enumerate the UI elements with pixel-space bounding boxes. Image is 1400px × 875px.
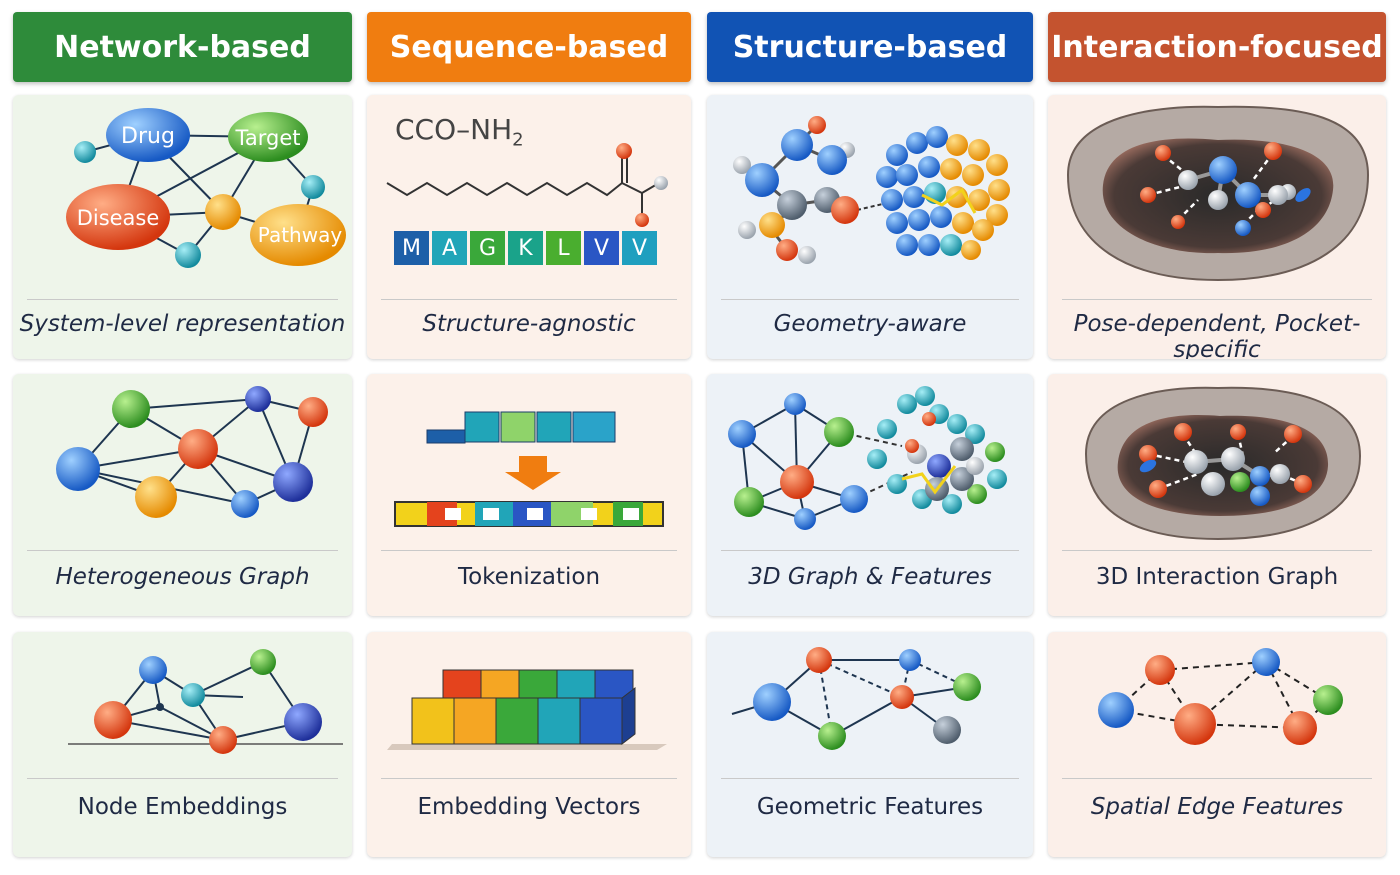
cell-structure-graph: 3D Graph & Features xyxy=(707,374,1033,616)
formula-subscript: 2 xyxy=(512,129,524,151)
node-label-disease: Disease xyxy=(77,206,160,230)
caption-tokenization: Tokenization xyxy=(457,564,601,590)
caption-node-embeddings: Node Embeddings xyxy=(77,794,288,820)
caption-embedding-vectors: Embedding Vectors xyxy=(417,794,641,820)
caption-spatial-edge-features: Spatial Edge Features xyxy=(1090,794,1344,820)
divider xyxy=(27,778,338,779)
molecule-chain-illustration xyxy=(386,143,668,227)
caption-geometry-aware: Geometry-aware xyxy=(773,311,967,337)
caption-structure-agnostic: Structure-agnostic xyxy=(422,311,636,337)
cell-network-representation: Drug Target Disease Pathway System-level… xyxy=(13,95,352,359)
caption-geometric-features: Geometric Features xyxy=(756,794,984,820)
residue-token: A xyxy=(432,231,467,265)
divider xyxy=(721,299,1019,300)
divider xyxy=(381,778,677,779)
node-label-drug: Drug xyxy=(121,124,175,149)
caption-system-level: System-level representation xyxy=(19,311,346,337)
tokenization-illustration xyxy=(394,411,664,527)
caption-3d-interaction-graph: 3D Interaction Graph xyxy=(1095,564,1339,590)
protein-blob xyxy=(867,386,1007,514)
residue-token: K xyxy=(508,231,543,265)
residue-sequence: M A G K L V V xyxy=(394,231,660,265)
caption-3d-graph-features: 3D Graph & Features xyxy=(748,564,992,590)
interaction-pocket-illustration xyxy=(1084,386,1362,541)
protein-blob xyxy=(876,126,1010,260)
divider xyxy=(27,550,338,551)
embedding-vectors-illustration xyxy=(387,669,667,750)
cell-network-embeddings: Node Embeddings xyxy=(13,632,352,857)
node-embeddings-illustration xyxy=(68,649,343,754)
caption-pose-dependent: Pose-dependent, Pocket-specific xyxy=(1073,311,1361,359)
smiles-formula: CCO–NH2 xyxy=(395,113,524,151)
divider xyxy=(721,778,1019,779)
cell-interaction-features: Spatial Edge Features xyxy=(1048,632,1386,857)
geometric-features-illustration xyxy=(731,647,981,750)
residue-token: V xyxy=(584,231,619,265)
divider xyxy=(27,299,338,300)
front-row-blocks xyxy=(411,686,636,746)
cell-structure-representation: Geometry-aware xyxy=(707,95,1033,359)
knowledge-graph-illustration: Drug Target Disease Pathway xyxy=(66,108,346,268)
node-label-target: Target xyxy=(235,126,301,150)
heterogeneous-graph-illustration xyxy=(56,386,328,518)
residue-token: M xyxy=(394,231,429,265)
divider xyxy=(381,550,677,551)
cell-sequence-tokenization: Tokenization xyxy=(367,374,691,616)
cell-sequence-embeddings: Embedding Vectors xyxy=(367,632,691,857)
formula-main: CCO–NH xyxy=(395,113,513,146)
protein-ligand-structure-illustration xyxy=(733,116,1010,264)
header-interaction-focused: Interaction-focused xyxy=(1048,12,1386,82)
divider xyxy=(381,299,677,300)
residue-token: G xyxy=(470,231,505,265)
divider xyxy=(1062,778,1372,779)
caption-heterogeneous-graph: Heterogeneous Graph xyxy=(55,564,310,590)
cell-structure-features: Geometric Features xyxy=(707,632,1033,857)
header-structure-based: Structure-based xyxy=(707,12,1033,82)
divider xyxy=(721,550,1019,551)
residue-token: V xyxy=(622,231,657,265)
divider xyxy=(1062,299,1372,300)
cell-interaction-graph: 3D Interaction Graph xyxy=(1048,374,1386,616)
cell-sequence-representation: CCO–NH2 M A G K L V V Structure-agnostic xyxy=(367,95,691,359)
cell-network-graph: Heterogeneous Graph xyxy=(13,374,352,616)
binding-pocket-illustration xyxy=(1066,105,1370,282)
header-network-based: Network-based xyxy=(13,12,352,82)
3d-graph-illustration xyxy=(728,386,1007,530)
header-sequence-based: Sequence-based xyxy=(367,12,691,82)
residue-token: L xyxy=(546,231,581,265)
divider xyxy=(1062,550,1372,551)
cell-interaction-representation: Pose-dependent, Pocket-specific xyxy=(1048,95,1386,359)
node-label-pathway: Pathway xyxy=(258,223,343,247)
back-row-blocks xyxy=(442,669,634,699)
spatial-edge-features-illustration xyxy=(1098,648,1343,745)
